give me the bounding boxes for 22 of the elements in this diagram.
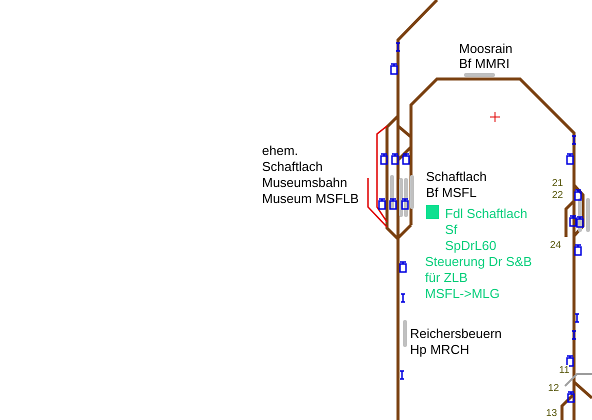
station-label: Moosrain	[459, 41, 512, 56]
note-text: Steuerung Dr S&B	[425, 254, 532, 269]
station-label: Bf MSFL	[426, 185, 477, 200]
track-number: 22	[552, 190, 564, 201]
note-text: Museum MSFLB	[262, 191, 359, 206]
station-label: Reichersbeuern	[410, 326, 502, 341]
station-label: Hp MRCH	[410, 342, 470, 357]
note-text: Fdl Schaftlach	[445, 206, 528, 221]
station-label: Bf MMRI	[459, 56, 510, 71]
track-number: 13	[546, 408, 558, 419]
track-number: 21	[552, 178, 564, 189]
note-text: ehem.	[262, 143, 298, 158]
note-text: SpDrL60	[445, 238, 496, 253]
track-number: 11	[559, 365, 570, 376]
note-text: Schaftlach	[262, 159, 323, 174]
station-label: Schaftlach	[426, 169, 487, 184]
note-text: für ZLB	[425, 270, 468, 285]
track-number: 24	[550, 240, 562, 251]
track-number: 12	[548, 383, 560, 394]
note-text: MSFL->MLG	[425, 286, 500, 301]
note-text: Sf	[445, 222, 458, 237]
note-text: Museumsbahn	[262, 175, 348, 190]
